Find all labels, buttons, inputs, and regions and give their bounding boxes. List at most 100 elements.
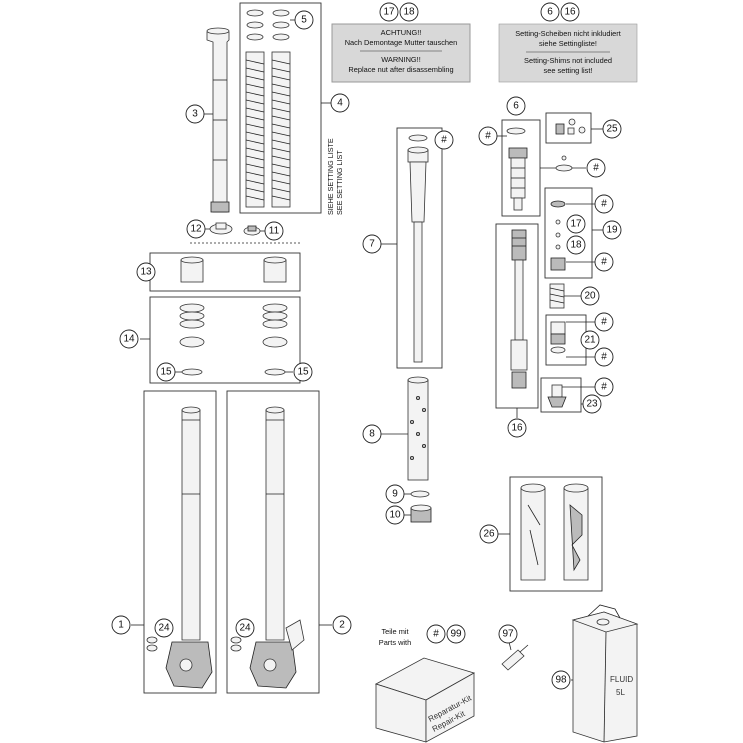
- group-14-box: [149, 296, 301, 384]
- cartridge-part-7: [407, 134, 429, 363]
- svg-text:97: 97: [502, 629, 514, 640]
- seals-part-14: [179, 303, 288, 348]
- shim-note-line4: see setting list!: [544, 66, 593, 75]
- part-11: [243, 225, 261, 236]
- grease-tube-part-97: [501, 644, 529, 671]
- callout-3: 3: [185, 104, 205, 124]
- callout-4: 4: [330, 93, 350, 113]
- callout-16: 16: [507, 418, 527, 438]
- washer-hash-part: [555, 155, 573, 172]
- svg-text:24: 24: [158, 623, 170, 634]
- callout-99: 99: [446, 624, 466, 644]
- callout-16-top: 16: [560, 2, 580, 22]
- svg-text:5: 5: [301, 15, 307, 26]
- callout-hash-19-bottom: #: [594, 252, 614, 272]
- callout-97: 97: [498, 624, 518, 644]
- callout-11: 11: [264, 221, 284, 241]
- warning-note-line4: Replace nut after disassembling: [348, 65, 453, 74]
- svg-text:23: 23: [586, 399, 598, 410]
- svg-text:6: 6: [513, 101, 519, 112]
- part-25: [545, 112, 592, 144]
- outer-tube-part-3: [206, 27, 230, 213]
- svg-text:19: 19: [606, 225, 618, 236]
- callout-17-top: 17: [379, 2, 399, 22]
- nut-part-12: [209, 222, 233, 235]
- svg-text:16: 16: [511, 423, 523, 434]
- spacer-rings-part-5: [246, 9, 290, 41]
- svg-text:12: 12: [190, 224, 202, 235]
- svg-text:#: #: [593, 163, 599, 174]
- svg-text:99: 99: [450, 629, 462, 640]
- callout-25: 25: [602, 119, 622, 139]
- callout-20: 20: [580, 286, 600, 306]
- callout-98: 98: [551, 670, 571, 690]
- parts-with-line2: Parts with: [379, 638, 411, 647]
- svg-text:#: #: [601, 352, 607, 363]
- part-23: [540, 377, 582, 413]
- callout-5: 5: [294, 10, 314, 30]
- svg-text:10: 10: [389, 510, 401, 521]
- lower-leg-2-box: [226, 390, 320, 694]
- cartridge-box: [396, 127, 443, 369]
- nut-part-10: [410, 504, 432, 523]
- callout-18: 18: [566, 235, 586, 255]
- svg-text:15: 15: [297, 367, 309, 378]
- svg-text:15: 15: [160, 367, 172, 378]
- group-19-parts: [550, 200, 566, 271]
- callout-2: 2: [332, 615, 352, 635]
- svg-text:#: #: [601, 199, 607, 210]
- shim-note-line3: Setting-Shims not included: [524, 56, 612, 65]
- svg-text:13: 13: [140, 267, 152, 278]
- callout-14: 14: [119, 329, 139, 349]
- fork-springs-part-4: [245, 51, 291, 208]
- callout-24-left: 24: [154, 618, 174, 638]
- svg-text:26: 26: [483, 529, 495, 540]
- warning-note: ACHTUNG!! Nach Demontage Mutter tauschen…: [345, 28, 458, 74]
- svg-text:8: 8: [369, 429, 375, 440]
- svg-text:20: 20: [584, 291, 596, 302]
- callout-17: 17: [566, 214, 586, 234]
- callout-21: 21: [580, 330, 600, 350]
- svg-text:18: 18: [403, 7, 415, 18]
- callout-hash-19-top: #: [594, 194, 614, 214]
- bushing-part-13: [180, 256, 287, 283]
- callout-13: 13: [136, 262, 156, 282]
- svg-text:18: 18: [570, 240, 582, 251]
- svg-text:#: #: [485, 131, 491, 142]
- svg-text:17: 17: [383, 7, 395, 18]
- repair-kit-box-part: Reparatur-Kit Repair-Kit: [374, 657, 476, 743]
- svg-text:17: 17: [570, 219, 582, 230]
- callout-18-top: 18: [399, 2, 419, 22]
- inner-tube-part-1: [146, 406, 213, 689]
- callout-hash-6: #: [478, 126, 498, 146]
- fluid-can-label1: FLUID: [610, 675, 633, 684]
- fork-guards-part-26: [520, 483, 589, 581]
- warning-note-line3: WARNING!!: [381, 55, 421, 64]
- svg-text:16: 16: [564, 7, 576, 18]
- shim-note-line1: Setting-Scheiben nicht inkludiert: [515, 29, 621, 38]
- callout-24-right: 24: [235, 618, 255, 638]
- shim-note-line2: siehe Settingliste!: [539, 39, 597, 48]
- callout-23: 23: [582, 394, 602, 414]
- inner-tube-part-2: [230, 406, 305, 689]
- callout-hash-99: #: [426, 624, 446, 644]
- svg-text:6: 6: [547, 7, 553, 18]
- callout-1: 1: [111, 615, 131, 635]
- svg-text:#: #: [601, 257, 607, 268]
- svg-text:#: #: [433, 629, 439, 640]
- valve-part-6: [506, 127, 528, 211]
- svg-text:2: 2: [339, 620, 345, 631]
- callout-10: 10: [385, 505, 405, 525]
- callout-hash-21-top: #: [594, 312, 614, 332]
- svg-text:4: 4: [337, 98, 343, 109]
- callout-15-left: 15: [156, 362, 176, 382]
- callout-hash-21-bottom: #: [594, 347, 614, 367]
- svg-text:1: 1: [118, 620, 124, 631]
- callout-hash-23: #: [594, 377, 614, 397]
- callout-hash-7: #: [434, 130, 454, 150]
- callout-hash-washer: #: [586, 158, 606, 178]
- parts-with-label: Teile mit Parts with: [379, 627, 411, 647]
- ring-part-9: [410, 490, 430, 498]
- group-21-parts: [550, 321, 566, 354]
